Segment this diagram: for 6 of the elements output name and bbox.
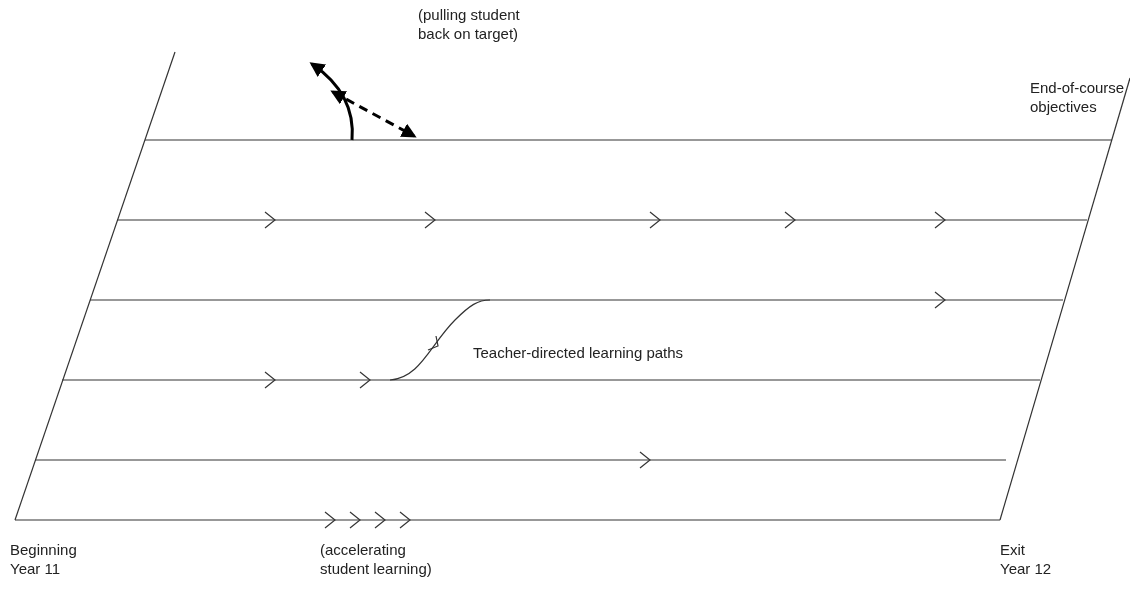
annotation-text: Teacher-directed learning paths	[473, 343, 685, 362]
annotation-text: (accelerating student learning)	[320, 540, 433, 578]
annotation-text: Beginning Year 11	[10, 540, 78, 578]
annotation-text: Exit Year 12	[1000, 540, 1053, 578]
annotation-text: (pulling student back on target)	[418, 5, 521, 43]
annotation-text: End-of-course objectives	[1030, 78, 1126, 116]
